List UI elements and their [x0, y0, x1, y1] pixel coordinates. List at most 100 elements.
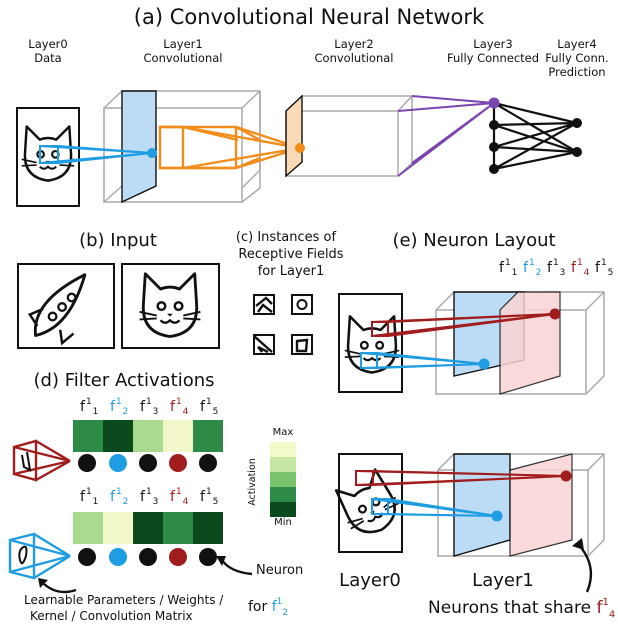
layer4-label: Layer4 — [557, 37, 597, 51]
filter-label-f3: f13 — [547, 258, 566, 278]
panel-c-receptive-fields — [253, 294, 313, 355]
shared-arrow — [577, 543, 593, 593]
activation-row2-cell-f2 — [103, 512, 133, 544]
weights-arrowhead — [38, 578, 48, 588]
weights-label-line2: Kernel / Convolution Matrix — [30, 609, 193, 623]
neuron-layer1 — [147, 148, 157, 158]
red-filter-pyramid — [12, 439, 71, 482]
neuron-label: Neuron — [256, 563, 304, 578]
layer0-label: Layer0 — [28, 37, 68, 51]
activation-row2-cell-f3 — [133, 512, 163, 544]
e-layer1-label: Layer1 — [472, 570, 534, 591]
layer3-label: Layer3 — [473, 37, 513, 51]
neuron-layer3-top — [488, 97, 500, 109]
legend-max-label: Max — [272, 427, 294, 438]
e-top-blue-neuron — [478, 358, 490, 370]
neuron-layer4 — [572, 118, 582, 128]
legend-swatch — [270, 472, 296, 487]
e-bottom-red-map — [509, 453, 573, 557]
neuron-d1-f3 — [139, 454, 157, 472]
neuron-arrow — [221, 559, 253, 576]
panel-c-line1: (c) Instances of — [235, 230, 337, 245]
purple-connections — [397, 95, 495, 177]
legend-swatch — [270, 502, 296, 517]
filter-label-f2: f12 — [110, 397, 129, 417]
activation-row1-cell-f5 — [193, 420, 223, 452]
blue-connections-a — [39, 145, 153, 164]
neuron-d2-f2 — [109, 548, 127, 566]
filter-label-f5: f15 — [200, 397, 219, 417]
neuron-d2-f4 — [169, 548, 187, 566]
layer2-sub: Convolutional — [314, 51, 394, 65]
e-bottom-red-neuron — [560, 470, 572, 482]
panel-c-line2: Receptive Fields — [238, 247, 344, 262]
e-bottom-blue-map — [453, 453, 511, 557]
layer4-sub: Fully Conn. — [545, 51, 609, 65]
shared-label: Neurons that share f14 — [428, 597, 616, 621]
panel-a-title: (a) Convolutional Neural Network — [133, 5, 485, 29]
neuron-layer4 — [572, 147, 582, 157]
layer1-volume — [103, 90, 261, 203]
panel-a-network — [16, 90, 582, 207]
filter-label-f4: f14 — [170, 397, 189, 417]
shared-arrowhead — [572, 538, 584, 550]
layer0-data-image — [16, 107, 80, 207]
e-bottom-input — [338, 453, 403, 553]
layer2-volume — [285, 95, 413, 177]
layer2-feature-map — [285, 94, 303, 178]
panel-d-activations — [8, 420, 296, 594]
layer1-label: Layer1 — [163, 37, 203, 51]
e-top-red-neuron — [549, 308, 561, 320]
legend-swatch — [270, 487, 296, 502]
neuron-arrowhead — [216, 556, 226, 566]
legend-min-label: Min — [274, 517, 292, 528]
panel-e-title: (e) Neuron Layout — [392, 230, 556, 251]
neuron-d2-f5 — [199, 548, 217, 566]
activation-legend — [270, 442, 296, 517]
filter-label-f4: f14 — [571, 258, 590, 278]
filter-label-f3: f13 — [140, 397, 159, 417]
for-filter-label: for f12 — [248, 597, 289, 618]
filter-label-f5: f15 — [200, 487, 219, 507]
legend-swatch — [270, 457, 296, 472]
legend-axis-label: Activation — [247, 458, 259, 506]
activation-row2-cell-f1 — [73, 512, 103, 544]
panel-c-line3: for Layer1 — [257, 264, 325, 279]
layer2-label: Layer2 — [334, 37, 374, 51]
activation-row1-cell-f3 — [133, 420, 163, 452]
panel-d-title: (d) Filter Activations — [33, 370, 215, 391]
e-top-red-map — [499, 291, 561, 395]
neuron-d1-f4 — [169, 454, 187, 472]
e-layer0-label: Layer0 — [339, 570, 401, 591]
neuron-d2-f3 — [139, 548, 157, 566]
panel-e-neuron-layout — [330, 291, 605, 593]
filter-label-f2: f12 — [110, 487, 129, 507]
neuron-d1-f1 — [78, 454, 96, 472]
filter-label-f4: f14 — [170, 487, 189, 507]
filter-label-f1: f11 — [499, 258, 518, 278]
activation-row2-cell-f5 — [193, 512, 223, 544]
weights-arrow — [43, 583, 77, 594]
layer0-sub: Data — [34, 51, 62, 65]
neuron-layer3 — [489, 142, 499, 152]
filter-label-f1: f11 — [80, 397, 99, 417]
fully-connected-links — [492, 101, 578, 171]
legend-swatch — [270, 442, 296, 457]
neuron-layer3 — [489, 120, 499, 130]
filter-label-f5: f15 — [595, 258, 614, 278]
panel-b-inputs — [17, 263, 220, 349]
panel-b-title: (b) Input — [79, 230, 157, 251]
activation-row1-cell-f4 — [163, 420, 193, 452]
filter-label-f1: f11 — [80, 487, 99, 507]
neuron-d1-f5 — [199, 454, 217, 472]
layer1-feature-map — [121, 90, 157, 204]
weights-label-line1: Learnable Parameters / Weights / — [24, 593, 224, 607]
layer1-sub: Convolutional — [143, 51, 223, 65]
blue-filter-pyramid — [8, 532, 71, 580]
activation-row1-cell-f2 — [103, 420, 133, 452]
e-bottom-blue-neuron — [491, 510, 503, 522]
neuron-d1-f2 — [109, 454, 127, 472]
layer4-sub2: Prediction — [548, 65, 606, 79]
input-cat-frame — [121, 263, 220, 349]
